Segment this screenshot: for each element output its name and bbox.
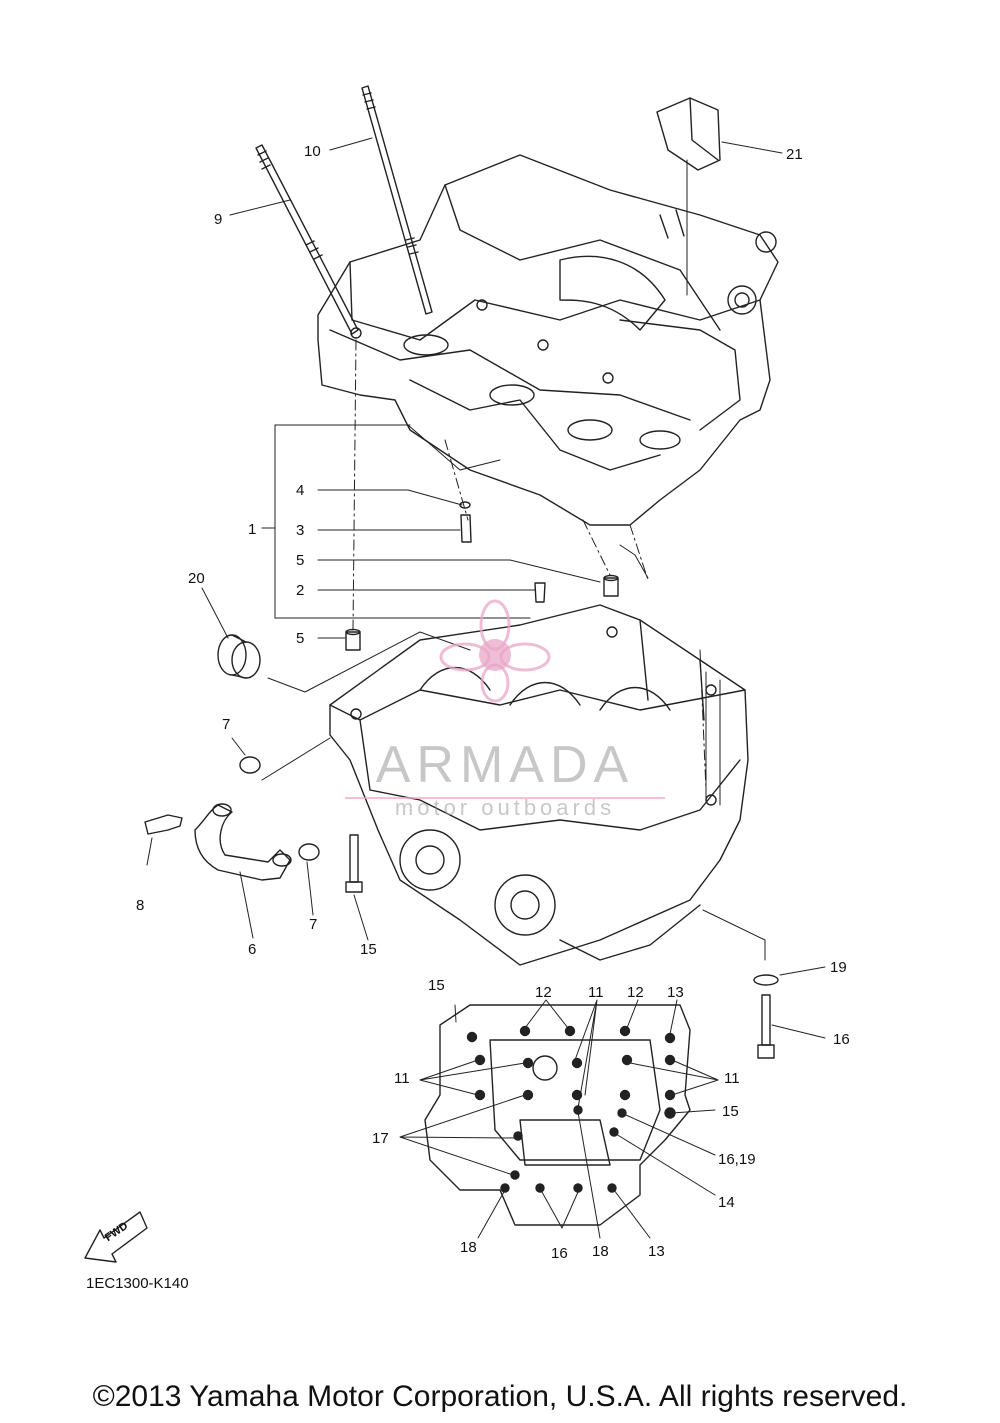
o-ring-7-lower xyxy=(298,843,320,861)
callout-15: 15 xyxy=(722,1103,739,1120)
callout-11: 11 xyxy=(724,1070,740,1087)
callout-7: 7 xyxy=(222,716,231,733)
stud-bolt-9 xyxy=(255,144,359,335)
callout-18: 18 xyxy=(460,1239,477,1256)
stud-bolt-10 xyxy=(361,85,433,315)
callout-12: 12 xyxy=(535,984,552,1001)
callout-7: 7 xyxy=(309,916,318,933)
callout-3: 3 xyxy=(296,522,305,539)
callout-20: 20 xyxy=(188,570,205,587)
callout-11: 11 xyxy=(394,1070,410,1087)
o-ring-4 xyxy=(459,501,471,509)
callout-15: 15 xyxy=(360,941,377,958)
callout-16: 16 xyxy=(551,1245,568,1262)
callout-14: 14 xyxy=(718,1194,735,1211)
callout-19: 19 xyxy=(830,959,847,976)
part-code: 1EC1300-K140 xyxy=(86,1275,189,1292)
callout-15: 15 xyxy=(428,977,445,994)
callout-13: 13 xyxy=(648,1243,665,1260)
callout-5: 5 xyxy=(296,552,305,569)
callout-16: 16 xyxy=(833,1031,850,1048)
cover-part-21 xyxy=(656,97,721,171)
callout-10: 10 xyxy=(304,143,321,160)
callout-8: 8 xyxy=(136,897,145,914)
oil-filler-cap-20 xyxy=(217,634,261,679)
dowel-pin-3 xyxy=(460,514,472,543)
callout-4: 4 xyxy=(296,482,305,499)
callout-16-19: 16,19 xyxy=(718,1151,756,1168)
callout-9: 9 xyxy=(214,211,223,228)
bolt-15 xyxy=(345,834,363,893)
plug-2 xyxy=(534,582,546,603)
callout-21: 21 xyxy=(786,146,803,163)
callout-11: 11 xyxy=(588,984,604,1001)
callout-2: 2 xyxy=(296,582,305,599)
dowel-5-lower xyxy=(345,628,361,651)
callout-5: 5 xyxy=(296,630,305,647)
callout-6: 6 xyxy=(248,941,257,958)
callout-13: 13 xyxy=(667,984,684,1001)
assembly-lines xyxy=(352,339,707,791)
upper-crankcase xyxy=(317,154,779,526)
callout-18: 18 xyxy=(592,1243,609,1260)
callout-17: 17 xyxy=(372,1130,389,1147)
callout-12: 12 xyxy=(627,984,644,1001)
leader-lines xyxy=(146,137,826,1239)
bolt-8 xyxy=(144,814,183,835)
oil-pipe-6 xyxy=(194,803,292,881)
callout-1: 1 xyxy=(248,521,257,538)
o-ring-7-upper xyxy=(239,756,261,774)
fwd-arrow-icon xyxy=(84,1211,148,1263)
copyright-notice: ©2013 Yamaha Motor Corporation, U.S.A. A… xyxy=(92,1380,908,1413)
dowel-5-upper xyxy=(603,574,619,597)
bolt-16 xyxy=(757,994,775,1059)
lower-crankcase xyxy=(329,604,749,966)
washer-19 xyxy=(753,974,779,986)
